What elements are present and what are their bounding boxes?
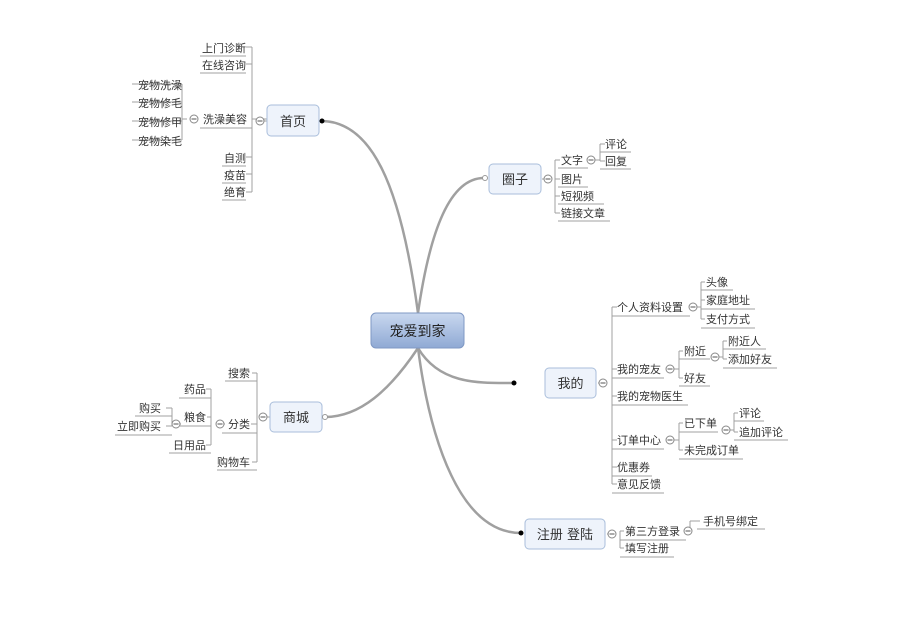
food-item-buy[interactable]: 购买 (139, 401, 161, 415)
shop-underlines (115, 380, 257, 471)
node-circle-label: 圈子 (502, 173, 528, 188)
node-shop-label: 商城 (283, 411, 309, 426)
food-collapse-button[interactable] (171, 419, 181, 429)
orders-item-unfinished[interactable]: 未完成订单 (684, 443, 739, 457)
node-register[interactable]: 注册 登陆 (524, 518, 606, 550)
home-anchor-dot (319, 118, 325, 124)
mine-item-feedback[interactable]: 意见反馈 (617, 477, 661, 491)
thirdparty-item-phone[interactable]: 手机号绑定 (703, 514, 758, 528)
mine-collapse-button[interactable] (598, 378, 608, 388)
mine-item-profile[interactable]: 个人资料设置 (617, 300, 683, 314)
mine-anchor-dot (511, 380, 517, 386)
nearby-item-add[interactable]: 添加好友 (728, 352, 772, 366)
placed-bracket (730, 412, 738, 433)
shop-item-cart[interactable]: 购物车 (217, 455, 250, 469)
placed-item-review[interactable]: 评论 (739, 406, 761, 420)
register-collapse-button[interactable] (607, 529, 617, 539)
home-item-visit[interactable]: 上门诊断 (202, 41, 246, 55)
circle-item-link[interactable]: 链接文章 (561, 206, 605, 220)
shop-bracket (252, 372, 270, 463)
register-anchor-dot (518, 530, 524, 536)
root-label: 宠爱到家 (390, 323, 446, 340)
nearby-collapse-button[interactable] (710, 352, 720, 362)
petfriends-item-nearby[interactable]: 附近 (684, 344, 706, 358)
mine-underlines (612, 289, 788, 494)
petfriends-item-friends[interactable]: 好友 (684, 371, 706, 385)
node-home[interactable]: 首页 (266, 104, 320, 137)
connector-register (416, 347, 522, 535)
register-item-thirdparty[interactable]: 第三方登录 (625, 524, 680, 538)
text-collapse-button[interactable] (586, 155, 596, 165)
grooming-item-bath[interactable]: 宠物洗澡 (138, 78, 182, 92)
circle-anchor-dot (482, 175, 488, 181)
orders-bracket (674, 422, 683, 451)
home-underlines (200, 55, 252, 201)
grooming-collapse-button[interactable] (189, 114, 199, 124)
profile-bracket (697, 281, 705, 320)
circle-item-video[interactable]: 短视频 (561, 189, 594, 203)
placed-item-followup[interactable]: 追加评论 (739, 425, 783, 439)
grooming-item-trim[interactable]: 宠物修毛 (138, 96, 182, 110)
grooming-bracket (132, 83, 187, 141)
placed-collapse-button[interactable] (721, 425, 731, 435)
orders-item-placed[interactable]: 已下单 (684, 417, 717, 430)
category-collapse-button[interactable] (215, 419, 225, 429)
node-mine-label: 我的 (557, 376, 583, 392)
petfriends-bracket (674, 350, 683, 379)
node-shop[interactable]: 商城 (269, 401, 323, 433)
shop-item-search[interactable]: 搜索 (228, 366, 250, 380)
shop-item-category[interactable]: 分类 (228, 417, 250, 431)
text-item-reply[interactable]: 回复 (605, 154, 627, 168)
shop-collapse-button[interactable] (258, 412, 268, 422)
home-item-vaccine[interactable]: 疫苗 (224, 168, 246, 182)
mine-bracket (598, 306, 617, 485)
home-item-consult[interactable]: 在线咨询 (202, 58, 246, 72)
node-mine[interactable]: 我的 (544, 367, 597, 399)
profile-item-address[interactable]: 家庭地址 (706, 293, 750, 307)
circle-underlines (558, 151, 631, 222)
node-register-label: 注册 登陆 (537, 527, 593, 543)
category-item-medicine[interactable]: 药品 (184, 383, 206, 396)
circle-bracket (542, 159, 560, 214)
home-item-sterilize[interactable]: 绝育 (224, 185, 246, 199)
home-item-selftest[interactable]: 自测 (224, 152, 246, 165)
grooming-item-dye[interactable]: 宠物染毛 (138, 134, 182, 148)
circle-collapse-button[interactable] (543, 174, 553, 184)
mine-item-orders[interactable]: 订单中心 (617, 434, 661, 447)
circle-item-text[interactable]: 文字 (561, 153, 583, 167)
food-item-buynow[interactable]: 立即购买 (117, 419, 161, 433)
profile-item-avatar[interactable]: 头像 (706, 276, 728, 289)
mine-item-petfriends[interactable]: 我的宠友 (617, 362, 661, 376)
category-item-food[interactable]: 粮食 (184, 410, 206, 424)
connector-mine (416, 347, 514, 385)
petfriends-collapse-button[interactable] (665, 364, 675, 374)
node-home-label: 首页 (280, 115, 306, 130)
profile-collapse-button[interactable] (688, 302, 698, 312)
profile-item-payment[interactable]: 支付方式 (706, 312, 750, 326)
nearby-item-people[interactable]: 附近人 (728, 334, 761, 348)
connector-circle (416, 176, 485, 314)
nearby-bracket (719, 340, 727, 360)
grooming-item-nail[interactable]: 宠物修甲 (138, 115, 182, 129)
root-node[interactable]: 宠爱到家 (370, 312, 465, 349)
register-underlines (620, 528, 765, 558)
circle-item-image[interactable]: 图片 (561, 173, 583, 186)
thirdparty-collapse-button[interactable] (683, 526, 693, 536)
mine-item-doctor[interactable]: 我的宠物医生 (617, 389, 683, 403)
shop-anchor-dot (322, 414, 328, 420)
connector-shop (324, 347, 420, 419)
node-circle[interactable]: 圈子 (488, 163, 542, 195)
category-item-daily[interactable]: 日用品 (173, 439, 206, 452)
home-item-grooming[interactable]: 洗澡美容 (203, 112, 247, 126)
register-item-signup[interactable]: 填写注册 (625, 541, 669, 555)
mine-item-coupon[interactable]: 优惠券 (617, 460, 650, 474)
text-item-comment[interactable]: 评论 (605, 137, 627, 151)
home-collapse-button[interactable] (255, 116, 265, 126)
connector-home (321, 119, 420, 314)
orders-collapse-button[interactable] (665, 435, 675, 445)
